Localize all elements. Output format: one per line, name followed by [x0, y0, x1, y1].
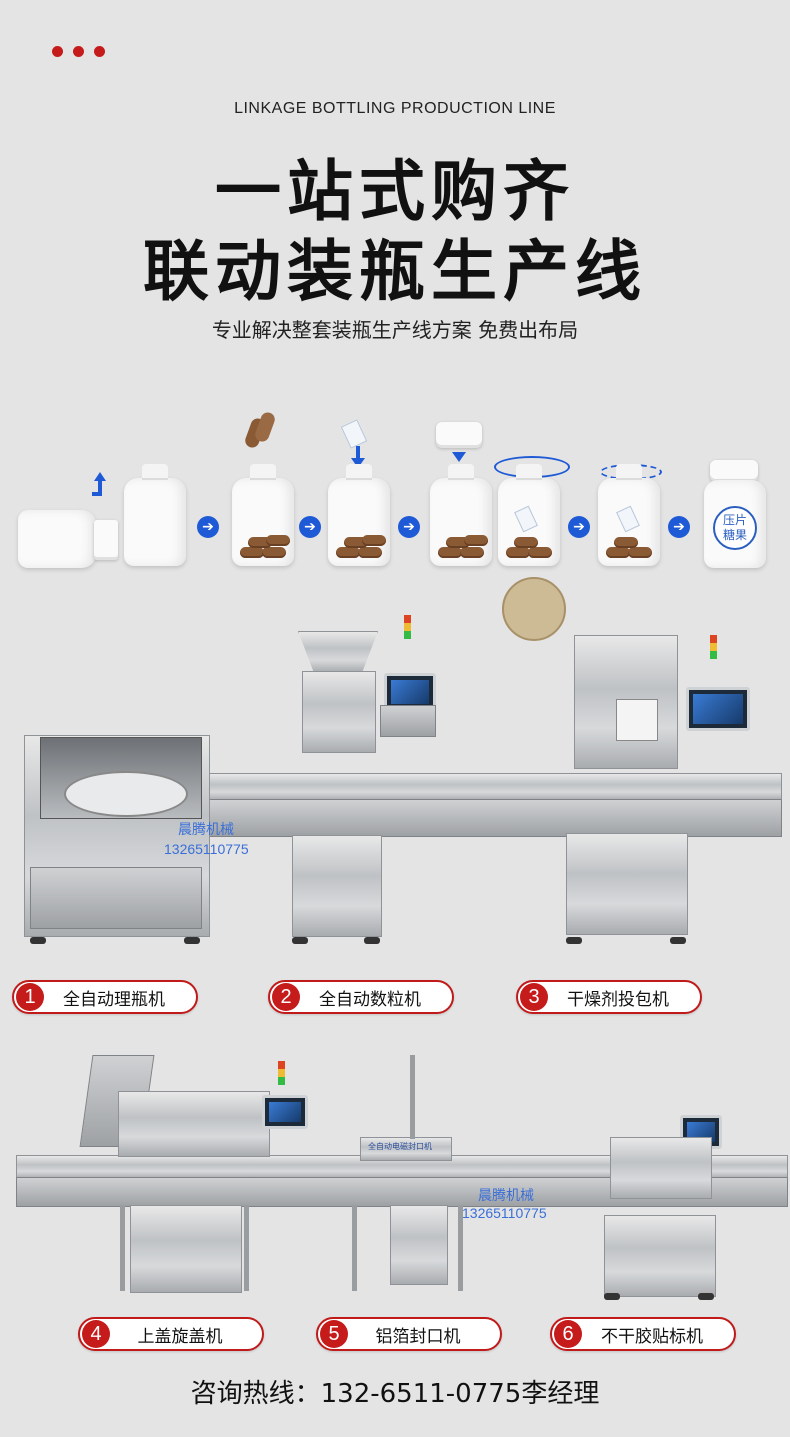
- bottle-with-tablets: [430, 464, 492, 566]
- lying-bottle-neck: [94, 520, 118, 560]
- flow-arrow-icon: ➔: [568, 516, 590, 538]
- foot: [30, 937, 46, 944]
- inserter-touchscreen: [686, 687, 750, 731]
- sealer-plate-text: 全自动电磁封口机: [368, 1142, 432, 1151]
- leg: [410, 1055, 415, 1139]
- foot: [604, 1293, 620, 1300]
- empty-bottle: [124, 464, 186, 566]
- dot-2: [73, 46, 84, 57]
- dot-1: [52, 46, 63, 57]
- bottle-with-tablets: [328, 464, 390, 566]
- machine-number-3: 3: [520, 983, 548, 1011]
- machine-name-2: 全自动数粒机: [319, 989, 421, 1010]
- counter-control-box: [380, 705, 436, 737]
- phone-watermark: 13265110775: [164, 841, 249, 857]
- desiccant-packet-icon: [340, 419, 368, 449]
- capper-cabinet: [130, 1205, 242, 1293]
- foot: [698, 1293, 714, 1300]
- counter-hopper: [298, 631, 378, 673]
- labeler-head: [610, 1137, 712, 1199]
- bottling-process-illustration: ➔ ➔ ➔ ➔ ➔ 压片糖果: [0, 400, 790, 590]
- bottle-with-tablets: [232, 464, 294, 566]
- down-arrow-icon: [351, 458, 365, 468]
- foot: [566, 937, 582, 944]
- counter-head: [302, 671, 376, 753]
- flow-arrow-icon: ➔: [299, 516, 321, 538]
- machine-label-5: 5 铝箔封口机: [316, 1317, 502, 1351]
- conveyor-belt: [200, 773, 782, 801]
- labeled-bottle: 压片糖果: [704, 480, 766, 568]
- finished-bottle-cap: [710, 460, 758, 482]
- machine-label-2: 2 全自动数粒机: [268, 980, 454, 1014]
- contact-hotline: 咨询热线：132-6511-0775李经理: [190, 1379, 600, 1409]
- signal-tower-light: [278, 1061, 285, 1085]
- machine-row-2-illustration: 全自动电磁封口机 晨腾机械 13265110775: [0, 1045, 790, 1305]
- machine-name-1: 全自动理瓶机: [63, 989, 165, 1010]
- machine-label-6: 6 不干胶贴标机: [550, 1317, 736, 1351]
- machine-name-6: 不干胶贴标机: [601, 1326, 703, 1347]
- bottle-with-desiccant: [498, 464, 560, 566]
- labeler-cabinet: [604, 1215, 716, 1297]
- foot: [184, 937, 200, 944]
- up-turn-arrow-icon: [98, 480, 102, 494]
- up-turn-arrow-base: [92, 492, 102, 496]
- counter-touchscreen: [384, 673, 436, 711]
- product-label: 压片糖果: [713, 506, 757, 550]
- english-subtitle: LINKAGE BOTTLING PRODUCTION LINE: [234, 100, 556, 117]
- up-turn-arrow-head: [94, 472, 106, 481]
- machine-number-5: 5: [320, 1320, 348, 1348]
- title-line-2: 联动装瓶生产线: [143, 233, 647, 310]
- inserter-cabinet: [566, 833, 688, 935]
- machine-label-4: 4 上盖旋盖机: [78, 1317, 264, 1351]
- phone-watermark: 13265110775: [462, 1205, 547, 1221]
- down-arrow-stem: [356, 446, 360, 458]
- capper-head: [118, 1091, 270, 1157]
- brand-watermark: 晨腾机械: [178, 821, 234, 837]
- lying-bottle: [18, 510, 96, 568]
- turntable-disc: [64, 771, 188, 817]
- title-line-1: 一站式购齐: [215, 153, 575, 230]
- tagline: 专业解决整套装瓶生产线方案 免费出布局: [211, 318, 579, 342]
- conveyor-rail: [200, 799, 782, 837]
- bottle-cap-icon: [436, 422, 482, 448]
- machine-number-1: 1: [16, 983, 44, 1011]
- flow-arrow-icon: ➔: [197, 516, 219, 538]
- foot: [670, 937, 686, 944]
- machine-name-5: 铝箔封口机: [375, 1326, 461, 1347]
- unscrambler-door: [30, 867, 202, 929]
- leg: [244, 1205, 249, 1291]
- flow-arrow-icon: ➔: [668, 516, 690, 538]
- machine-number-4: 4: [82, 1320, 110, 1348]
- decorative-dots: [52, 46, 105, 57]
- down-arrow-icon: [452, 452, 466, 462]
- foot: [364, 937, 380, 944]
- signal-tower-light: [404, 615, 411, 639]
- leg: [458, 1205, 463, 1291]
- falling-tablet-icon: [243, 410, 277, 450]
- leg: [352, 1205, 357, 1291]
- machine-name-3: 干燥剂投包机: [567, 989, 669, 1010]
- foot: [292, 937, 308, 944]
- machine-label-1: 1 全自动理瓶机: [12, 980, 198, 1014]
- sealer-head: [360, 1137, 452, 1161]
- leg: [120, 1205, 125, 1291]
- desiccant-reel: [502, 577, 566, 641]
- signal-tower-light: [710, 635, 717, 659]
- counter-cabinet: [292, 835, 382, 937]
- dot-3: [94, 46, 105, 57]
- machine-label-3: 3 干燥剂投包机: [516, 980, 702, 1014]
- machine-number-6: 6: [554, 1320, 582, 1348]
- brand-watermark: 晨腾机械: [478, 1187, 534, 1203]
- capper-touchscreen: [262, 1095, 308, 1129]
- inserter-mechanism: [616, 699, 658, 741]
- sealer-cabinet: [390, 1205, 448, 1285]
- machine-number-2: 2: [272, 983, 300, 1011]
- machine-row-1-illustration: 晨腾机械 13265110775: [0, 577, 790, 965]
- flow-arrow-icon: ➔: [398, 516, 420, 538]
- product-label-text: 压片糖果: [722, 513, 747, 542]
- sealed-bottle: [598, 464, 660, 566]
- machine-name-4: 上盖旋盖机: [137, 1326, 223, 1347]
